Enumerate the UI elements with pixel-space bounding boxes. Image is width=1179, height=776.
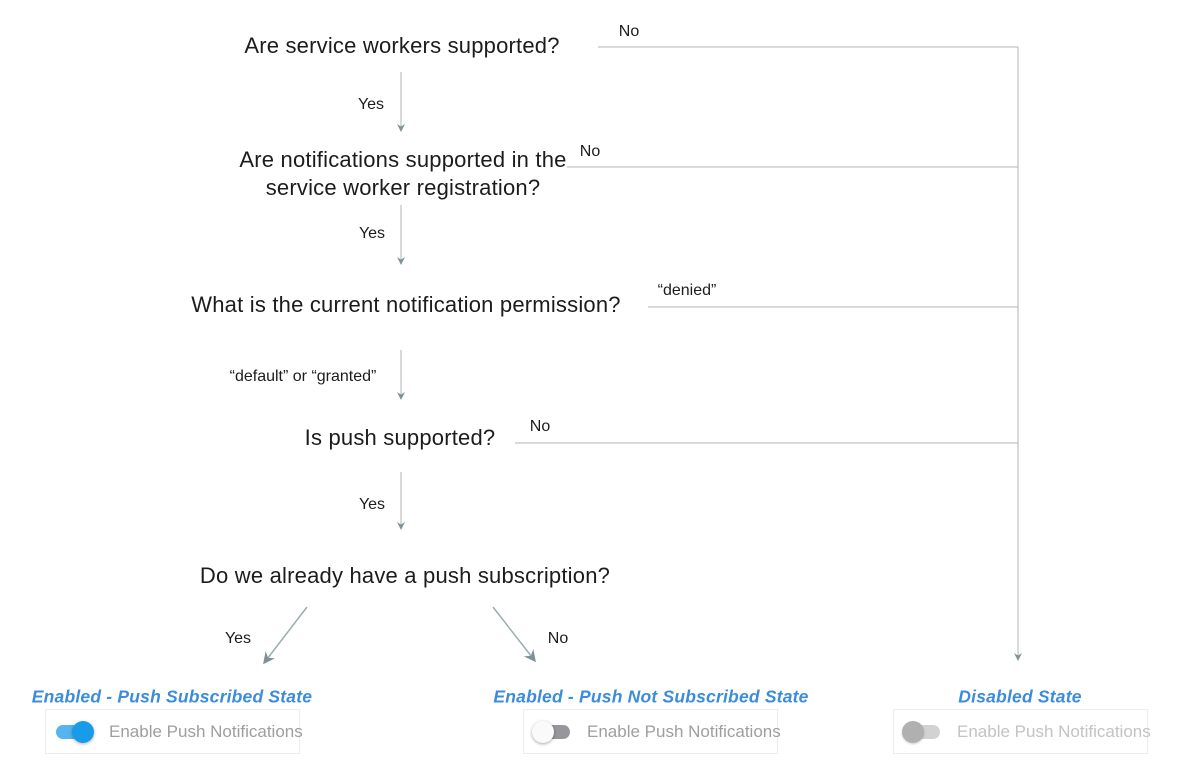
enable-push-label: Enable Push Notifications (587, 721, 781, 741)
label-q4-yes: Yes (358, 496, 386, 513)
card-push-subscribed[interactable]: Enable Push Notifications (45, 709, 303, 754)
push-toggle-disabled (902, 720, 942, 743)
enable-push-label: Enable Push Notifications (957, 721, 1151, 741)
label-q2-no: No (579, 143, 601, 160)
edge-q5-yes (263, 606, 308, 665)
question-notification-permission: What is the current notification permiss… (191, 292, 621, 317)
toggle-thumb (532, 720, 554, 743)
label-q1-yes: Yes (357, 96, 385, 113)
edge-q5-no (492, 606, 536, 663)
question-notifications-supported: Are notifications supported in the servi… (239, 147, 567, 200)
state-title-subscribed: Enabled - Push Subscribed State (31, 686, 313, 707)
question-push-supported: Is push supported? (304, 425, 496, 450)
label-q2-yes: Yes (358, 225, 386, 242)
label-q4-no: No (529, 418, 551, 435)
enable-push-label: Enable Push Notifications (109, 721, 303, 741)
label-q3-denied: “denied” (657, 282, 717, 299)
state-title-not-subscribed: Enabled - Push Not Subscribed State (493, 686, 809, 707)
label-q3-default-granted: “default” or “granted” (229, 368, 377, 385)
question-existing-subscription: Do we already have a push subscription? (199, 563, 611, 588)
push-toggle-on[interactable] (54, 720, 94, 743)
label-q5-yes: Yes (224, 630, 252, 647)
label-q1-no: No (618, 23, 640, 40)
card-disabled: Enable Push Notifications (893, 709, 1151, 754)
toggle-thumb (902, 720, 924, 743)
question-service-workers: Are service workers supported? (244, 33, 560, 58)
toggle-thumb (72, 720, 94, 743)
push-toggle-off[interactable] (532, 720, 572, 743)
label-q5-no: No (547, 630, 569, 647)
card-push-not-subscribed[interactable]: Enable Push Notifications (523, 709, 781, 754)
state-title-disabled: Disabled State (958, 686, 1082, 707)
